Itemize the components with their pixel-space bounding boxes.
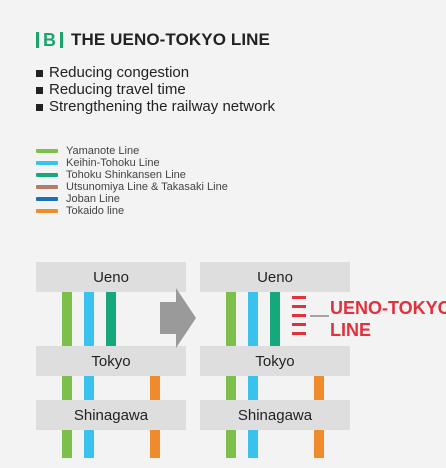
legend-label: Utsunomiya Line & Takasaki Line	[66, 181, 228, 193]
line-legend: Yamanote Line Keihin-Tohoku Line Tohoku …	[36, 145, 366, 217]
legend-item-yamanote: Yamanote Line	[36, 145, 366, 157]
station-label-ueno-after: Ueno	[257, 269, 293, 286]
legend-swatch	[36, 173, 58, 177]
legend-swatch	[36, 149, 58, 153]
line-keihin-before-mid	[84, 286, 94, 396]
benefit-item: Reducing travel time	[36, 81, 416, 98]
benefit-text: Strengthening the railway network	[49, 98, 275, 115]
tag-left-bar	[36, 32, 39, 48]
legend-item-tohoku-shinkansen: Tohoku Shinkansen Line	[36, 169, 366, 181]
tag-letter: B	[43, 30, 56, 50]
benefit-text: Reducing congestion	[49, 64, 190, 81]
line-shinkansen-after-mid	[270, 286, 280, 346]
section-header: B THE UENO-TOKYO LINE	[36, 28, 270, 52]
line-shinkansen-before-mid	[106, 286, 116, 346]
bullet-square-icon	[36, 86, 43, 94]
transition-arrow-icon	[160, 288, 196, 348]
station-label-shinagawa-before: Shinagawa	[74, 407, 149, 424]
benefits-list: Reducing congestion Reducing travel time…	[36, 64, 416, 115]
line-keihin-after-mid	[248, 286, 258, 396]
callout-line-1: UENO-TOKYO	[330, 298, 446, 318]
legend-label: Tohoku Shinkansen Line	[66, 169, 186, 181]
benefit-text: Reducing travel time	[49, 81, 186, 98]
legend-swatch	[36, 185, 58, 189]
section-tag: B	[36, 31, 63, 49]
before-panel: Ueno Tokyo Shinagawa	[36, 262, 186, 458]
station-shinagawa-before	[36, 400, 186, 430]
legend-swatch	[36, 209, 58, 213]
line-yamanote-after-mid	[226, 286, 236, 396]
ueno-tokyo-dash-4	[292, 323, 306, 326]
station-shinagawa-after	[200, 400, 350, 430]
legend-item-joban: Joban Line	[36, 193, 366, 205]
legend-label: Joban Line	[66, 193, 120, 205]
station-ueno-after	[200, 262, 350, 292]
station-label-tokyo-before: Tokyo	[91, 353, 130, 370]
line-yamanote-before-mid	[62, 286, 72, 396]
legend-item-tokaido: Tokaido line	[36, 205, 366, 217]
page-title: THE UENO-TOKYO LINE	[71, 30, 270, 49]
legend-label: Yamanote Line	[66, 145, 140, 157]
legend-item-keihin-tohoku: Keihin-Tohoku Line	[36, 157, 366, 169]
ueno-tokyo-dash-2	[292, 305, 306, 308]
station-label-ueno-before: Ueno	[93, 269, 129, 286]
station-tokyo-after	[200, 346, 350, 376]
tag-right-bar	[60, 32, 63, 48]
station-label-tokyo-after: Tokyo	[255, 353, 294, 370]
station-label-shinagawa-after: Shinagawa	[238, 407, 313, 424]
legend-label: Keihin-Tohoku Line	[66, 157, 160, 169]
ueno-tokyo-dash-5	[292, 332, 306, 335]
legend-label: Tokaido line	[66, 205, 125, 217]
callout-line-2: LINE	[330, 320, 371, 340]
legend-swatch	[36, 161, 58, 165]
after-panel: Ueno Tokyo Shinagawa	[200, 262, 350, 458]
benefit-item: Strengthening the railway network	[36, 98, 416, 115]
benefit-item: Reducing congestion	[36, 64, 416, 81]
station-tokyo-before	[36, 346, 186, 376]
ueno-tokyo-dash-3	[292, 314, 306, 317]
bullet-square-icon	[36, 103, 43, 111]
ueno-tokyo-dash-1	[292, 296, 306, 299]
legend-item-utsunomiya-takasaki: Utsunomiya Line & Takasaki Line	[36, 181, 366, 193]
legend-swatch	[36, 197, 58, 201]
station-ueno-before	[36, 262, 186, 292]
bullet-square-icon	[36, 69, 43, 77]
